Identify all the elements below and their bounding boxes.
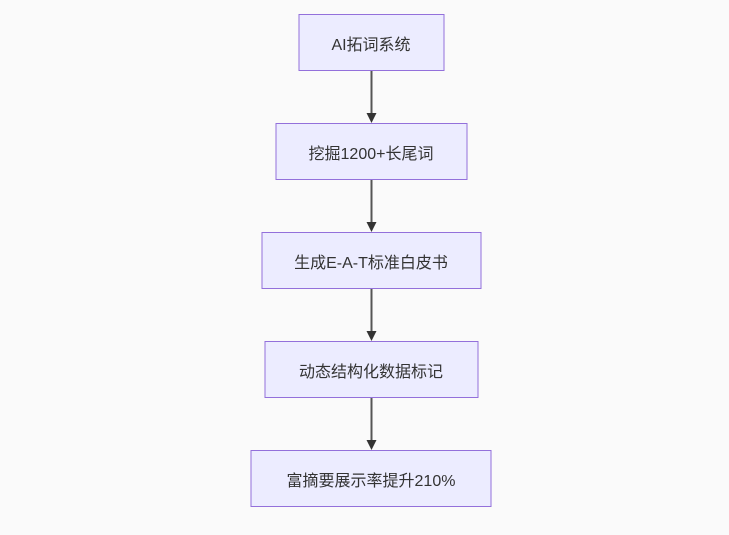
flow-connector-4-5 — [366, 398, 376, 450]
arrowhead-down-icon — [366, 222, 376, 232]
flow-connector-2-3 — [366, 180, 376, 232]
edge-line — [370, 180, 372, 222]
flowchart-canvas: AI拓词系统 挖掘1200+长尾词 生成E-A-T标准白皮书 动态结构化数据标记… — [250, 14, 492, 507]
flow-node-rich-snippet-result: 富摘要展示率提升210% — [250, 450, 492, 507]
flow-node-structured-data-markup: 动态结构化数据标记 — [264, 341, 478, 398]
flow-node-ai-word-expansion: AI拓词系统 — [298, 14, 444, 71]
arrowhead-down-icon — [366, 440, 376, 450]
flow-node-label: AI拓词系统 — [331, 36, 411, 54]
flow-node-label: 动态结构化数据标记 — [298, 363, 443, 381]
flow-connector-1-2 — [366, 71, 376, 123]
arrowhead-down-icon — [366, 331, 376, 341]
edge-line — [370, 71, 372, 113]
flow-node-longtail-mining: 挖掘1200+长尾词 — [275, 123, 467, 180]
flow-node-label: 挖掘1200+长尾词 — [308, 145, 434, 163]
flow-node-eat-whitepaper: 生成E-A-T标准白皮书 — [261, 232, 481, 289]
edge-line — [370, 289, 372, 331]
edge-line — [370, 398, 372, 440]
flow-connector-3-4 — [366, 289, 376, 341]
arrowhead-down-icon — [366, 113, 376, 123]
flow-node-label: 生成E-A-T标准白皮书 — [294, 254, 448, 272]
flow-node-label: 富摘要展示率提升210% — [286, 472, 456, 490]
